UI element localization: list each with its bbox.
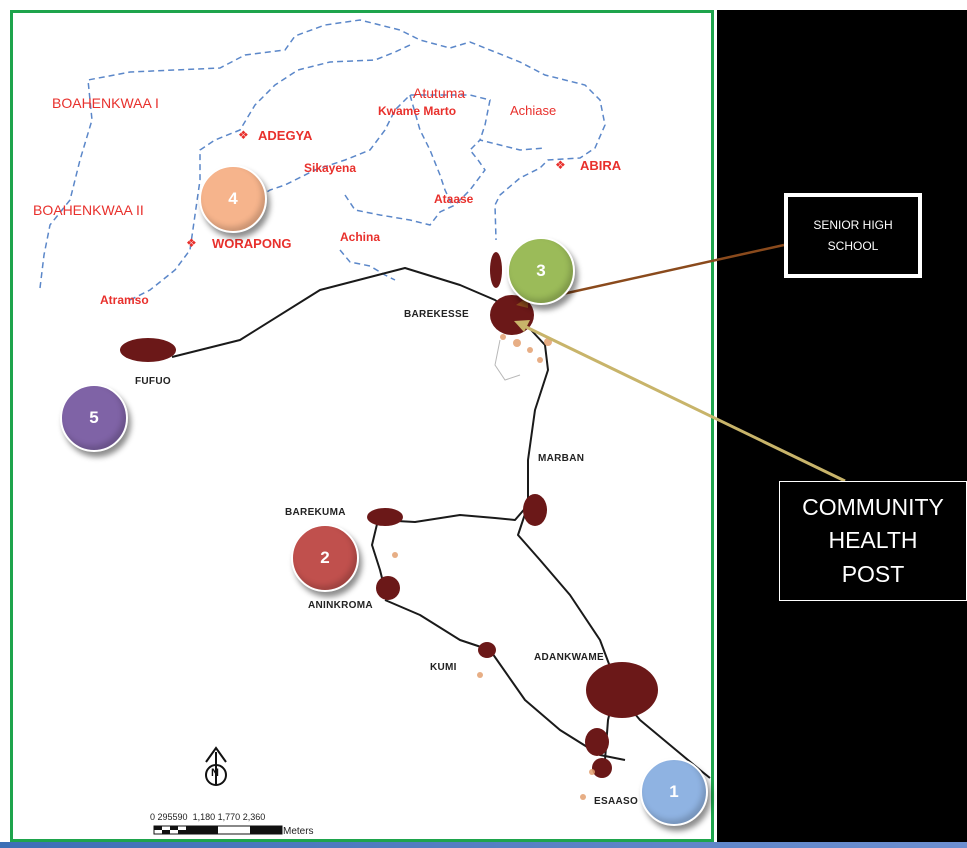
town-kumi: KUMI <box>430 662 457 673</box>
callout-label: SENIOR HIGH SCHOOL <box>813 218 893 253</box>
town-barekuma: BAREKUMA <box>285 507 346 518</box>
village-marker-icon: ❖ <box>555 158 566 172</box>
town-adankwame: ADANKWAME <box>534 652 604 663</box>
village-ataase: Ataase <box>434 192 474 206</box>
town-barekesse: BAREKESSE <box>404 309 469 320</box>
scale-bar-icon <box>153 825 283 835</box>
arrow-community-health-post <box>521 323 846 483</box>
road-marban-adankwame <box>517 504 616 681</box>
village-abira: ABIRA <box>580 158 622 173</box>
town-fufuo: FUFUO <box>135 376 171 387</box>
arrow-head-community-health-post <box>514 320 530 332</box>
village-marker-icon: ❖ <box>238 128 249 142</box>
boundary-west <box>129 44 411 301</box>
bottom-strip <box>0 842 967 848</box>
settlement-barekuma <box>367 508 403 526</box>
settlement-aninkroma <box>376 576 400 600</box>
settlement-marban <box>523 494 547 526</box>
settlement-clusters <box>120 252 658 778</box>
settlement-kumi <box>478 642 496 658</box>
scale-tick-labels: 0 295590 1,180 1,770 2,360 <box>150 812 265 822</box>
boundary-outer <box>39 19 606 289</box>
senior-high-school-callout: SENIOR HIGH SCHOOL <box>784 193 922 278</box>
road-fufuo-barekesse <box>171 267 521 358</box>
community-health-post-callout: COMMUNITY HEALTH POST <box>779 481 967 601</box>
district-boundaries <box>39 19 606 301</box>
scale-tick: 295590 <box>157 812 188 822</box>
map-badge-4: 4 <box>199 165 267 233</box>
badge-label: 5 <box>89 408 99 427</box>
village-achiase: Achiase <box>510 103 557 118</box>
badge-label: 2 <box>320 548 330 567</box>
badge-label: 1 <box>669 782 679 801</box>
scale-tick: 1,770 <box>217 812 241 822</box>
track-barekesse <box>494 339 521 381</box>
badge-label: 3 <box>536 261 546 280</box>
settlement-fufuo <box>120 338 176 362</box>
village-marker-icon: ❖ <box>186 236 197 250</box>
map-badge-1: 1 <box>640 758 708 826</box>
village-sikayena: Sikayena <box>304 161 357 175</box>
boundary-inner-3 <box>409 94 453 206</box>
village-adegya: ADEGYA <box>258 128 313 143</box>
badge-label: 4 <box>228 189 238 208</box>
settlement-barekesse-north <box>490 252 502 288</box>
settlement-esaaso-north <box>585 728 609 756</box>
village-atramso: Atramso <box>100 293 149 307</box>
road-marban-barekuma <box>377 504 529 523</box>
village-kwame-marto: Kwame Marto <box>378 104 457 118</box>
settlement-adankwame <box>586 662 658 718</box>
village-atutuma: Atutuma <box>413 85 466 101</box>
north-arrow-letter: N <box>211 767 219 779</box>
settlement-esaaso <box>592 758 612 778</box>
boundary-inner-2 <box>344 139 546 226</box>
settlement-highlights <box>392 334 595 800</box>
map-badge-2: 2 <box>291 524 359 592</box>
north-arrow-icon <box>205 746 227 786</box>
village-achina: Achina <box>340 230 381 244</box>
village-worapong: WORAPONG <box>212 236 292 251</box>
region-boahenkwaa-ii: BOAHENKWAA II <box>33 202 144 218</box>
scale-tick: 1,180 <box>192 812 216 822</box>
boundary-inner-1 <box>230 94 491 201</box>
scale-unit: Meters <box>283 826 314 837</box>
town-aninkroma: ANINKROMA <box>308 600 373 611</box>
town-esaaso: ESAASO <box>594 796 639 807</box>
callout-label: COMMUNITY HEALTH POST <box>802 493 944 587</box>
map-badge-5: 5 <box>60 384 128 452</box>
region-boahenkwaa-i: BOAHENKWAA I <box>52 95 159 111</box>
boundary-inner-4 <box>339 249 396 281</box>
scale-tick: 2,360 <box>242 812 266 822</box>
map-badge-3: 3 <box>507 237 575 305</box>
town-marban: MARBAN <box>538 453 585 464</box>
scale-tick: 0 <box>150 812 156 822</box>
side-panel <box>717 10 967 842</box>
road-barekesse-marban <box>519 317 549 505</box>
